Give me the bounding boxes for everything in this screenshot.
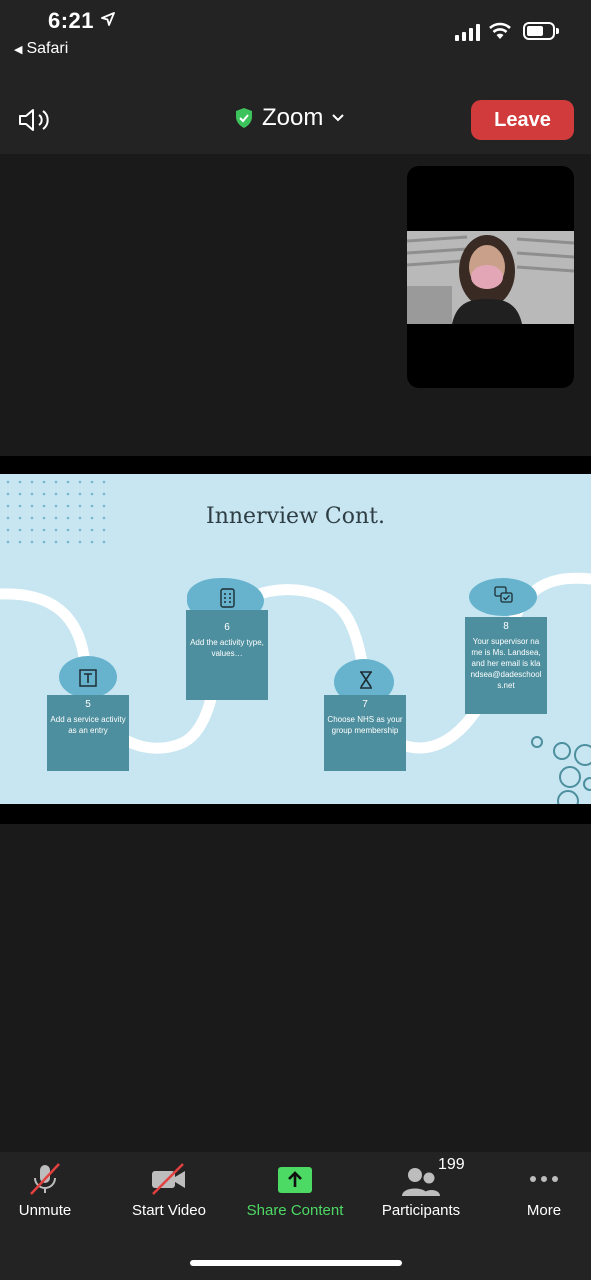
step-6-text: Add the activity type, values…	[190, 638, 264, 658]
battery-icon	[523, 22, 559, 40]
back-triangle-icon: ◀	[14, 43, 23, 56]
more-dots-icon	[530, 1176, 558, 1182]
participants-label: Participants	[381, 1202, 461, 1219]
unmute-button[interactable]: Unmute	[12, 1162, 78, 1219]
share-content-label: Share Content	[246, 1202, 344, 1219]
step-7-text: Choose NHS as your group membership	[327, 715, 403, 735]
more-label: More	[526, 1202, 562, 1219]
back-to-app-button[interactable]: ◀ Safari	[14, 40, 68, 58]
start-video-label: Start Video	[132, 1202, 206, 1219]
step-5-number: 5	[85, 699, 91, 710]
participants-icon	[402, 1168, 440, 1196]
participants-count: 199	[438, 1156, 465, 1173]
step-8-card: 8 Your supervisor name is Ms. Landsea, a…	[465, 617, 547, 714]
speaker-icon[interactable]	[18, 107, 52, 133]
chat-check-icon	[494, 586, 513, 603]
hourglass-icon	[360, 671, 372, 689]
more-button[interactable]: More	[520, 1162, 568, 1219]
participant-video-feed	[407, 231, 574, 324]
home-indicator[interactable]	[190, 1260, 402, 1266]
step-6-card: 6 Add the activity type, values…	[186, 610, 268, 700]
step-7-card: 7 Choose NHS as your group membership	[324, 695, 406, 771]
step-6-number: 6	[224, 622, 230, 633]
wifi-icon	[489, 22, 511, 39]
shared-slide: Innerview Cont. 5 Add a service activity…	[0, 474, 591, 804]
slide-title: Innerview Cont.	[206, 504, 385, 529]
step-5-card: 5 Add a service activity as an entry	[47, 695, 129, 771]
step-7-number: 7	[362, 699, 368, 710]
video-camera-muted-icon	[152, 1163, 185, 1195]
text-box-icon	[79, 669, 97, 687]
calculator-icon	[220, 588, 235, 608]
leave-button[interactable]: Leave	[471, 100, 574, 140]
back-app-label: Safari	[26, 40, 69, 57]
cellular-signal-icon	[455, 24, 480, 41]
status-bar: 6:21 ◀ Safari	[0, 0, 591, 80]
step-5-text: Add a service activity as an entry	[50, 715, 126, 735]
clock: 6:21	[48, 8, 95, 33]
microphone-muted-icon	[30, 1163, 60, 1195]
step-8-number: 8	[503, 621, 509, 632]
meeting-header: Zoom Leave	[0, 80, 591, 154]
step-8-text: Your supervisor name is Ms. Landsea, and…	[470, 637, 542, 690]
participants-button[interactable]: 199 Participants	[376, 1156, 466, 1219]
share-content-button[interactable]: Share Content	[242, 1162, 348, 1219]
share-arrow-up-icon	[278, 1167, 312, 1193]
meeting-title-dropdown[interactable]: Zoom	[234, 104, 345, 132]
meeting-app-name: Zoom	[262, 104, 324, 131]
start-video-button[interactable]: Start Video	[126, 1162, 212, 1219]
participant-video-tile[interactable]	[407, 166, 574, 388]
chevron-down-icon	[332, 114, 345, 122]
unmute-label: Unmute	[18, 1202, 72, 1219]
location-arrow-icon	[101, 12, 115, 26]
secure-shield-icon	[236, 108, 252, 128]
meeting-toolbar: Unmute Start Video Share Content 199 Par…	[0, 1152, 591, 1280]
